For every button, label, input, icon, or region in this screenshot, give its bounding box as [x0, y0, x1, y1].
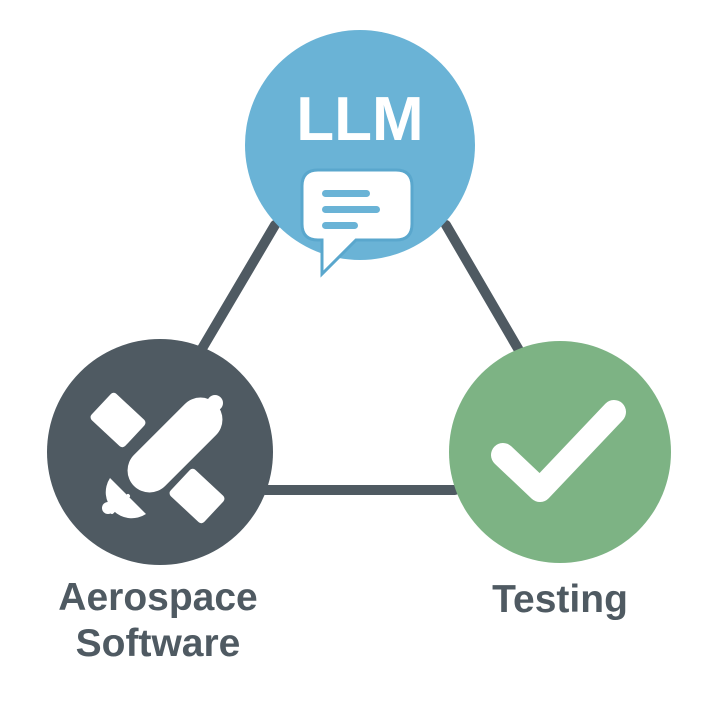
aerospace-node: Aerospace Software: [47, 339, 273, 665]
llm-label: LLM: [296, 85, 423, 154]
testing-label: Testing: [492, 578, 628, 621]
aerospace-label-line1: Aerospace: [58, 576, 257, 619]
satellite-icon: [90, 392, 225, 524]
edge-llm-testing: [441, 220, 525, 357]
checkmark-icon: [491, 400, 626, 502]
triangle-edges: [195, 220, 525, 495]
llm-node: LLM: [245, 30, 475, 278]
edge-llm-aerospace: [195, 220, 280, 357]
testing-node: Testing: [449, 341, 671, 621]
aerospace-label-line2: Software: [76, 622, 241, 665]
chat-bubble-icon: [300, 168, 414, 278]
